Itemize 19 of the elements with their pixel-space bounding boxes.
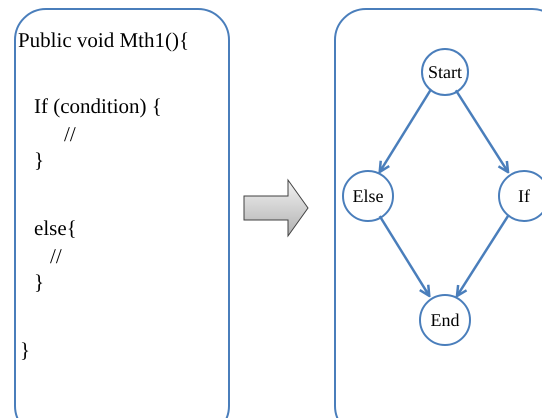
code-line: //	[50, 246, 62, 267]
code-line: }	[34, 272, 44, 293]
node-label: If	[518, 184, 530, 208]
block-arrow	[244, 178, 309, 238]
node-label: Start	[428, 60, 462, 84]
code-line: If (condition) {	[34, 96, 162, 117]
arrow	[456, 215, 510, 298]
arrow	[454, 90, 510, 174]
node-label: Else	[352, 184, 384, 208]
code-line: }	[20, 340, 30, 361]
code-line: //	[64, 124, 76, 145]
rounded-panel	[14, 8, 230, 418]
code-line: Public void Mth1(){	[18, 30, 190, 51]
node-label: End	[430, 308, 460, 332]
rounded-panel	[334, 8, 542, 418]
arrow	[378, 90, 432, 174]
code-line: else{	[34, 218, 77, 239]
code-line: }	[34, 150, 44, 171]
arrow	[378, 215, 431, 298]
